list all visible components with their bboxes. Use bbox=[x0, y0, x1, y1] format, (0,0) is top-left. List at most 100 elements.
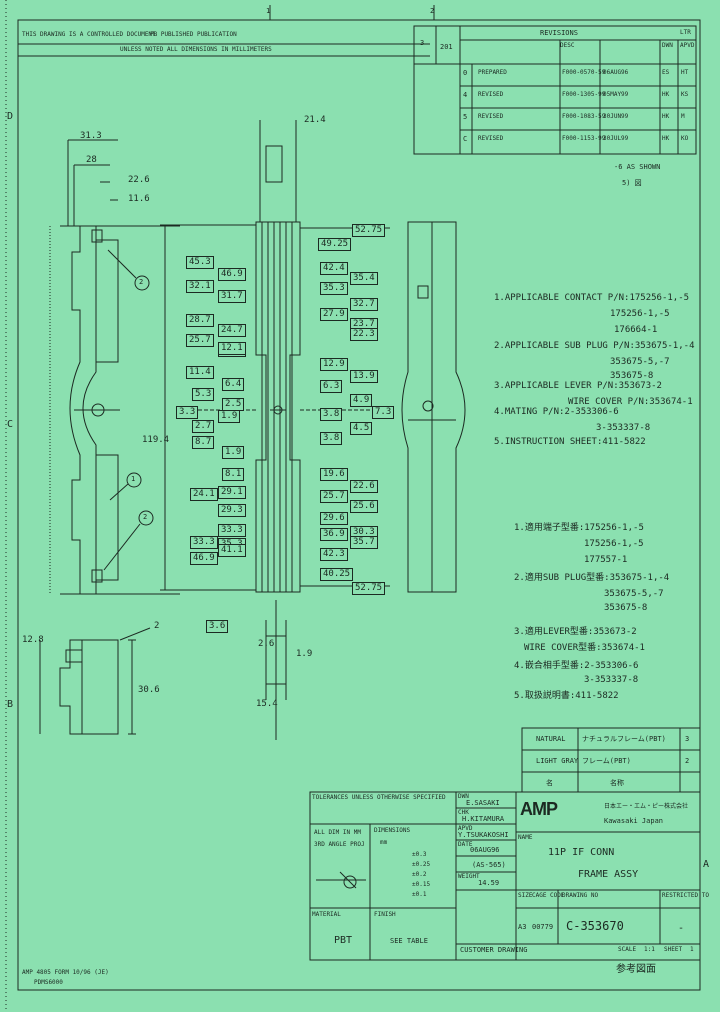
note-ja-line: 3.適用LEVER型番:353673-2 bbox=[514, 627, 637, 637]
dim-center-right: 29.6 bbox=[320, 512, 348, 525]
material-value: PBT bbox=[334, 935, 353, 946]
dim-center-left: 31.7 bbox=[218, 290, 246, 303]
dim-11-6: 11.6 bbox=[128, 194, 150, 204]
revision-dwn: HK bbox=[662, 135, 670, 142]
zone-letter-d: D bbox=[7, 111, 14, 122]
pdms-number: PDMS6000 bbox=[34, 979, 63, 986]
revision-ecr: F000-1083-59 bbox=[562, 113, 606, 120]
date-label: DATE bbox=[458, 841, 473, 848]
revision-desc: REVISED bbox=[478, 135, 504, 142]
dim-center-right: 13.9 bbox=[350, 370, 378, 383]
reference-drawing-label: 参考図面 bbox=[616, 964, 656, 975]
revision-apvd: M bbox=[681, 113, 685, 120]
revision-desc: REVISED bbox=[478, 91, 504, 98]
revision-date: 30JUL99 bbox=[603, 135, 629, 142]
sheet-value: 1 bbox=[690, 946, 694, 953]
zone-letter-c: C bbox=[7, 419, 14, 430]
revision-date: 06AUG96 bbox=[603, 69, 629, 76]
dim-center-right: 35.4 bbox=[350, 272, 378, 285]
drawing-number: C-353670 bbox=[566, 919, 624, 933]
dim-31-3: 31.3 bbox=[80, 131, 102, 141]
dim-center-right: 35.7 bbox=[350, 536, 378, 549]
dim-30-6: 30.6 bbox=[138, 685, 160, 695]
revision-ecr: F000-1305-99 bbox=[562, 91, 606, 98]
note-ja-line: 177557-1 bbox=[584, 555, 628, 565]
units-note: UNLESS NOTED ALL DIMENSIONS IN MILLIMETE… bbox=[120, 46, 272, 53]
note-en-line: 3-353337-8 bbox=[596, 423, 651, 433]
revision-desc: PREPARED bbox=[478, 69, 507, 76]
dwn-label: DWN bbox=[458, 793, 469, 800]
as-shown-label: -6 AS SHOWN bbox=[614, 163, 661, 171]
balloon-1: 1 bbox=[131, 475, 136, 483]
note-en-line: 3.APPLICABLE LEVER P/N:353673-2 bbox=[494, 381, 662, 391]
note-en-line: WIRE COVER P/N:353674-1 bbox=[568, 397, 693, 407]
revision-ecr: F000-0570-59 bbox=[562, 69, 606, 76]
weight-value: 14.59 bbox=[478, 879, 500, 887]
note-ja-line: 4.嵌合相手型番:2-353306-6 bbox=[514, 661, 639, 671]
material-gray: LIGHT GRAY bbox=[536, 757, 579, 765]
chk-name: H.KITAMURA bbox=[462, 815, 505, 823]
dim-center-left: 2.7 bbox=[192, 420, 215, 433]
tol-value-2: ±0.25 bbox=[412, 861, 431, 868]
dim-center-right: 42.4 bbox=[320, 262, 348, 275]
appr-name: Y.TSUKAKOSHI bbox=[458, 831, 509, 839]
material-gray-desc: フレーム(PBT) bbox=[582, 757, 631, 765]
dim-center-left: 6.4 bbox=[222, 378, 245, 391]
drawing-no-label: DRAWING NO bbox=[562, 892, 599, 899]
note-ja-line: 2.適用SUB PLUG型番:353675-1,-4 bbox=[514, 573, 670, 583]
sheet-number: 3 bbox=[420, 39, 425, 47]
dim-center-right: 3.8 bbox=[320, 432, 343, 445]
revision-apvd: HT bbox=[681, 69, 689, 76]
zone-letter-b: B bbox=[7, 699, 14, 710]
rev-value: - bbox=[678, 923, 685, 934]
scale-value: 1:1 bbox=[644, 946, 655, 953]
customer-drawing: CUSTOMER DRAWING bbox=[460, 946, 528, 954]
company-location: Kawasaki Japan bbox=[604, 817, 664, 825]
dim-center-left: 41.1 bbox=[218, 544, 246, 557]
revision-ltr: 4 bbox=[463, 91, 468, 99]
dim-center-left: 1.9 bbox=[218, 410, 241, 423]
finish-label: FINISH bbox=[374, 911, 396, 918]
revision-dwn: ES bbox=[662, 69, 670, 76]
note-en-line: 176664-1 bbox=[614, 325, 658, 335]
revision-ltr-header: LTR bbox=[680, 29, 691, 36]
company-name-ja: 日本エー・エム・ピー株式会社 bbox=[604, 803, 689, 810]
std-value: (AS-565) bbox=[472, 861, 506, 869]
note-en-line: 5.INSTRUCTION SHEET:411-5822 bbox=[494, 437, 646, 447]
note-en-line: 1.APPLICABLE CONTACT P/N:175256-1,-5 bbox=[494, 293, 690, 303]
sheet-of: 201 bbox=[440, 43, 453, 51]
revision-ltr: 5 bbox=[463, 113, 468, 121]
dim-center-right: 12.9 bbox=[320, 358, 348, 371]
dim-center-left: 3.3 bbox=[176, 406, 199, 419]
dim-center-left: 28.7 bbox=[186, 314, 214, 327]
dim-center-left: 32.1 bbox=[186, 280, 214, 293]
dim-bottom: 1.9 bbox=[296, 649, 313, 659]
revision-ltr: C bbox=[463, 135, 468, 143]
note-left-1: ALL DIM IN MM bbox=[314, 829, 361, 836]
revision-dwn: HK bbox=[662, 113, 670, 120]
dim-center-right: 36.9 bbox=[320, 528, 348, 541]
dim-center-left: 2.5 bbox=[222, 398, 245, 411]
form-number: AMP 4805 FORM 10/96 (JE) bbox=[22, 969, 109, 976]
dim-center-right: 27.9 bbox=[320, 308, 348, 321]
revision-dwn-header: DWN bbox=[662, 42, 673, 49]
note-ja-line: 5.取扱説明書:411-5822 bbox=[514, 691, 619, 701]
title-line-1: 11P IF CONN bbox=[548, 847, 615, 858]
note-en-line: 353675-5,-7 bbox=[610, 357, 670, 367]
dim-center-right: 25.6 bbox=[350, 500, 378, 513]
note-ja-line: 353675-8 bbox=[604, 603, 648, 613]
tol-value-1: ±0.3 bbox=[412, 851, 427, 858]
dim-49-25: 49.25 bbox=[318, 238, 352, 251]
rev-label: RESTRICTED TO bbox=[662, 892, 709, 899]
dim-28: 28 bbox=[86, 155, 97, 165]
dim-12-8: 12.8 bbox=[22, 635, 44, 645]
dim-center-right: 6.3 bbox=[320, 380, 343, 393]
dim-center-left: 46.9 bbox=[190, 552, 218, 565]
revision-desc: REVISED bbox=[478, 113, 504, 120]
dim-52-75-top: 52.75 bbox=[352, 224, 386, 237]
revision-dwn: HK bbox=[662, 91, 670, 98]
dim-center-right: 19.6 bbox=[320, 468, 348, 481]
grid-top-1: 1 bbox=[266, 7, 271, 15]
dim-center-left: 12.1 bbox=[218, 342, 246, 355]
